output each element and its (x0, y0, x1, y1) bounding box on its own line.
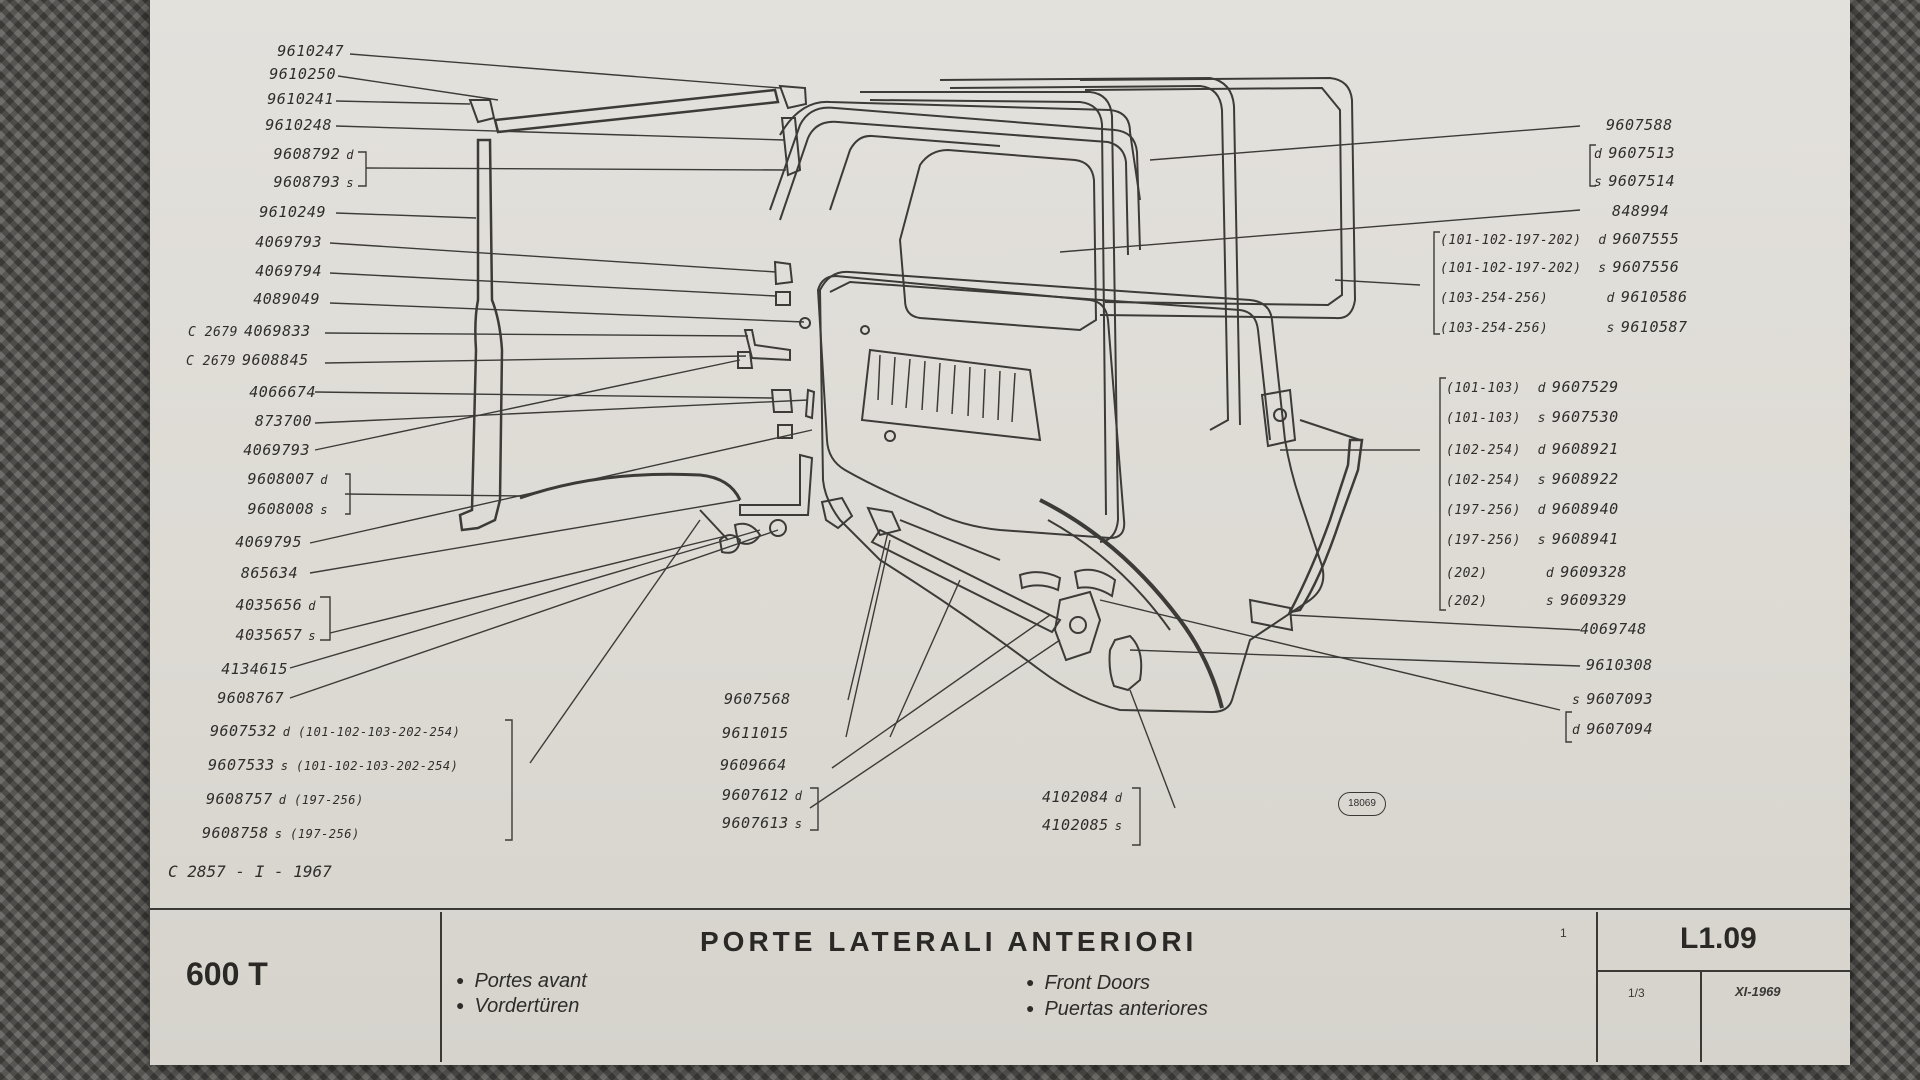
part-number: 9610249 (259, 203, 326, 221)
page-title: PORTE LATERALI ANTERIORI (700, 926, 1198, 957)
section-code: L1.09 (1680, 922, 1757, 955)
publication-date: XI-1969 (1735, 984, 1781, 999)
part-number: 9610250 (269, 65, 336, 83)
divider (1596, 912, 1598, 1062)
translation-fr: Portes avant (456, 970, 586, 993)
part-number: 9610248 (265, 116, 332, 134)
part-number: 9610308 (1586, 656, 1653, 674)
translation-de: Vordertüren (456, 995, 579, 1018)
part-number: 4069794 (255, 262, 322, 280)
part-number: 9611015 (722, 724, 789, 742)
part-number: 848994 (1612, 202, 1670, 220)
part-number: 4069748 (1580, 620, 1647, 638)
part-number: 4066674 (249, 383, 316, 401)
part-number: 4069793 (243, 441, 310, 459)
part-number: 9610247 (277, 42, 344, 60)
divider (1700, 970, 1702, 1062)
part-number: 873700 (254, 412, 312, 430)
footer-mark: 1 (1560, 926, 1567, 940)
translation-en: Front Doors (1026, 972, 1150, 995)
title-block (150, 908, 1850, 1065)
part-number: 4089049 (253, 290, 320, 308)
part-number: 4134615 (221, 660, 288, 678)
vehicle-model: 600 T (186, 956, 268, 992)
part-number: 9607588 (1606, 116, 1673, 134)
part-number: 865634 (240, 564, 298, 582)
divider (440, 912, 442, 1062)
part-number: 9610241 (267, 90, 334, 108)
part-number: 9609664 (720, 756, 787, 774)
catalog-reference: C 2857 - I - 1967 (168, 862, 332, 881)
sheet-number: 1/3 (1628, 986, 1645, 1000)
translation-es: Puertas anteriores (1026, 998, 1207, 1021)
part-number: 4069793 (255, 233, 322, 251)
figure-reference: 18069 (1338, 792, 1386, 816)
part-number: 9607568 (724, 690, 791, 708)
divider (1596, 970, 1850, 972)
part-number: 4069795 (235, 533, 302, 551)
part-number: 9608767 (217, 689, 284, 707)
